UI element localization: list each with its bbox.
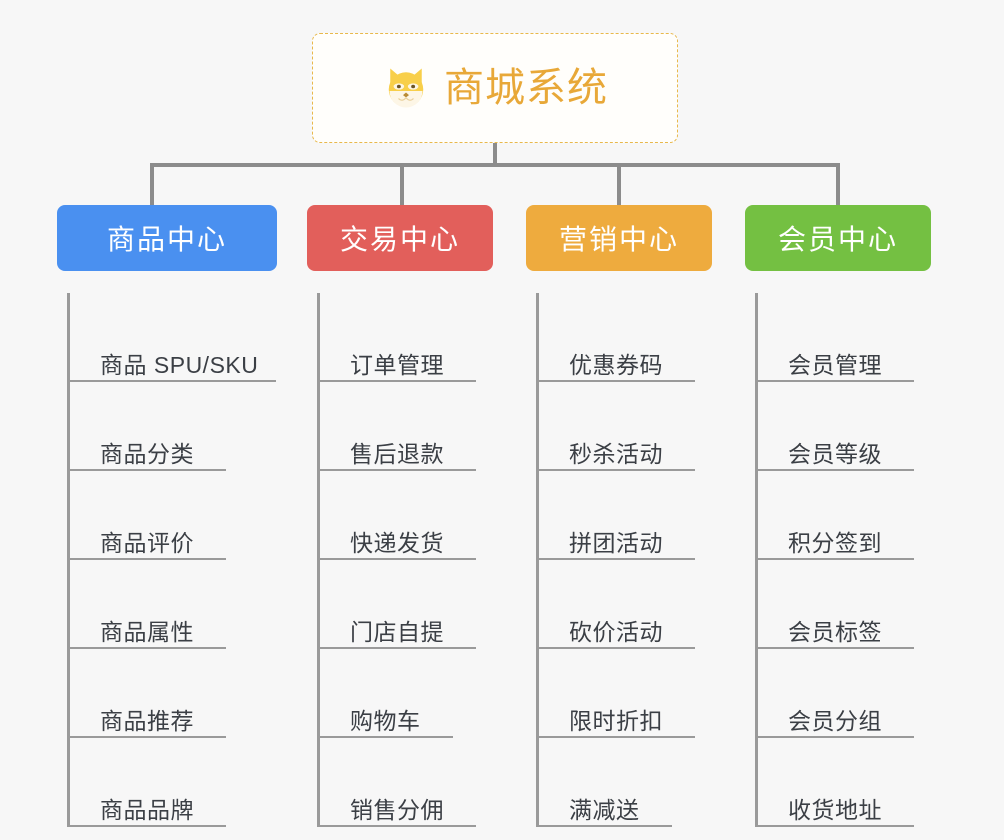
list-item-rule (70, 825, 226, 827)
list-item-rule (539, 825, 672, 827)
list-item-rule (70, 558, 226, 560)
list-item[interactable]: 销售分佣 (320, 738, 527, 827)
list-item[interactable]: 秒杀活动 (539, 382, 746, 471)
list-item-rule (539, 647, 695, 649)
list-item-label: 购物车 (350, 707, 421, 734)
list-item-label: 会员分组 (788, 707, 882, 734)
list-item-rule (320, 469, 476, 471)
list-item-rule (70, 647, 226, 649)
list-item-rule (539, 469, 695, 471)
list-item[interactable]: 门店自提 (320, 560, 527, 649)
column-product-center: 商品中心 商品 SPU/SKU 商品分类 商品评价 商品属性 商品推荐 (57, 205, 277, 827)
list-item-label: 会员等级 (788, 440, 882, 467)
list-item-rule (320, 558, 476, 560)
root-node-shop-system[interactable]: 商城系统 (312, 33, 678, 143)
root-title: 商城系统 (444, 66, 608, 110)
list-item-rule (320, 736, 453, 738)
list-item-label: 售后退款 (350, 440, 444, 467)
list-item-label: 收货地址 (788, 796, 882, 823)
list-item-rule (70, 736, 226, 738)
list-item-label: 商品属性 (100, 618, 194, 645)
list-item-rule (758, 825, 914, 827)
column-header-marketing-center[interactable]: 营销中心 (526, 205, 712, 271)
column-header-label: 营销中心 (558, 224, 679, 255)
list-item-label: 砍价活动 (569, 618, 663, 645)
column-marketing-center: 营销中心 优惠券码 秒杀活动 拼团活动 砍价活动 限时折扣 (526, 205, 746, 827)
list-item-label: 门店自提 (350, 618, 444, 645)
list-item-label: 商品品牌 (100, 796, 194, 823)
list-item-label: 订单管理 (350, 351, 444, 378)
column-header-product-center[interactable]: 商品中心 (57, 205, 277, 271)
list-item-label: 商品分类 (100, 440, 194, 467)
connector-drop-trade-center (400, 163, 404, 207)
list-item[interactable]: 限时折扣 (539, 649, 746, 738)
list-item[interactable]: 商品属性 (70, 560, 277, 649)
shiba-dog-icon (388, 68, 424, 108)
list-item[interactable]: 会员管理 (758, 293, 965, 382)
list-item-rule (758, 558, 914, 560)
leaf-list-trade-center: 订单管理 售后退款 快递发货 门店自提 购物车 销售分佣 (317, 293, 527, 827)
list-item-rule (320, 380, 476, 382)
leaf-list-marketing-center: 优惠券码 秒杀活动 拼团活动 砍价活动 限时折扣 满减送 (536, 293, 746, 827)
list-item-rule (70, 380, 276, 382)
list-item[interactable]: 满减送 (539, 738, 746, 827)
leaf-list-product-center: 商品 SPU/SKU 商品分类 商品评价 商品属性 商品推荐 商品品牌 (67, 293, 277, 827)
leaf-list-member-center: 会员管理 会员等级 积分签到 会员标签 会员分组 收货地址 (755, 293, 965, 827)
list-item-label: 积分签到 (788, 529, 882, 556)
column-header-member-center[interactable]: 会员中心 (745, 205, 931, 271)
list-item-rule (758, 736, 914, 738)
list-item[interactable]: 商品品牌 (70, 738, 277, 827)
list-item-rule (539, 380, 695, 382)
list-item-rule (758, 469, 914, 471)
list-item[interactable]: 会员分组 (758, 649, 965, 738)
list-item-label: 商品评价 (100, 529, 194, 556)
list-item[interactable]: 积分签到 (758, 471, 965, 560)
list-item[interactable]: 优惠券码 (539, 293, 746, 382)
connector-drop-product-center (150, 163, 154, 207)
list-item[interactable]: 收货地址 (758, 738, 965, 827)
list-item[interactable]: 购物车 (320, 649, 527, 738)
list-item-label: 商品推荐 (100, 707, 194, 734)
column-member-center: 会员中心 会员管理 会员等级 积分签到 会员标签 会员分组 (745, 205, 965, 827)
column-header-label: 商品中心 (106, 224, 227, 255)
list-item-rule (539, 558, 695, 560)
list-item-label: 快递发货 (350, 529, 444, 556)
list-item-rule (758, 647, 914, 649)
list-item-label: 限时折扣 (569, 707, 663, 734)
connector-root-stem (493, 143, 497, 165)
connector-drop-member-center (836, 163, 840, 207)
list-item-label: 销售分佣 (350, 796, 444, 823)
list-item-rule (539, 736, 695, 738)
list-item-rule (320, 825, 476, 827)
column-header-label: 会员中心 (777, 224, 898, 255)
list-item-rule (70, 469, 226, 471)
list-item-label: 会员管理 (788, 351, 882, 378)
list-item-label: 拼团活动 (569, 529, 663, 556)
list-item-rule (758, 380, 914, 382)
list-item[interactable]: 商品评价 (70, 471, 277, 560)
list-item[interactable]: 拼团活动 (539, 471, 746, 560)
list-item[interactable]: 订单管理 (320, 293, 527, 382)
list-item[interactable]: 售后退款 (320, 382, 527, 471)
list-item[interactable]: 商品 SPU/SKU (70, 293, 277, 382)
list-item[interactable]: 砍价活动 (539, 560, 746, 649)
list-item[interactable]: 会员等级 (758, 382, 965, 471)
list-item-label: 会员标签 (788, 618, 882, 645)
list-item-label: 满减送 (569, 796, 640, 823)
column-trade-center: 交易中心 订单管理 售后退款 快递发货 门店自提 购物车 (307, 205, 527, 827)
list-item-rule (320, 647, 476, 649)
list-item[interactable]: 会员标签 (758, 560, 965, 649)
list-item[interactable]: 快递发货 (320, 471, 527, 560)
list-item-label: 秒杀活动 (569, 440, 663, 467)
connector-drop-marketing-center (617, 163, 621, 207)
list-item-label: 优惠券码 (569, 351, 663, 378)
list-item[interactable]: 商品推荐 (70, 649, 277, 738)
list-item-label: 商品 SPU/SKU (100, 351, 259, 378)
column-header-trade-center[interactable]: 交易中心 (307, 205, 493, 271)
list-item[interactable]: 商品分类 (70, 382, 277, 471)
column-header-label: 交易中心 (339, 224, 460, 255)
connector-horizontal-bus (150, 163, 840, 167)
